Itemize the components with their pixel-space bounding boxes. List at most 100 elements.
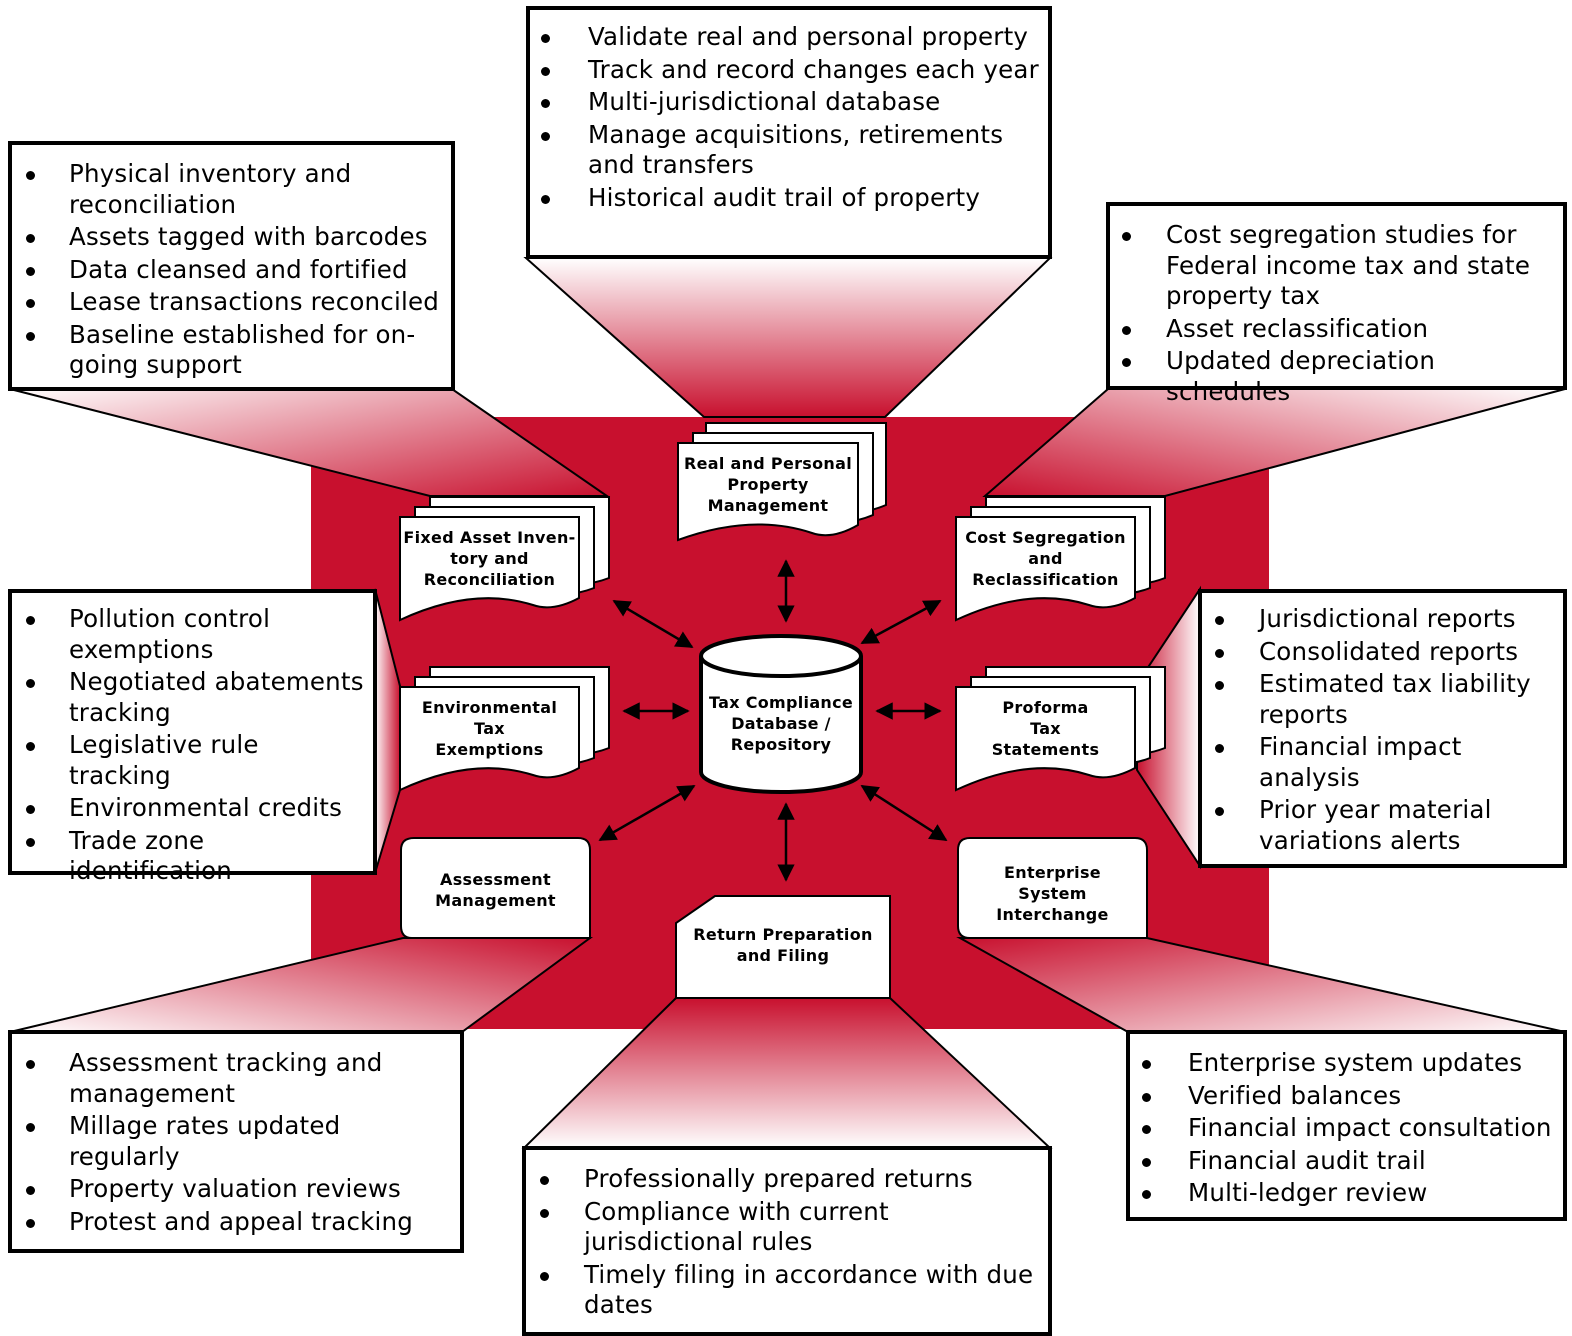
box-right-item-0: Jurisdictional reports [1259,604,1516,633]
bullet-icon [540,1208,549,1218]
list-item: Financial impact analysis [1202,732,1555,793]
doc-stack-cost-segregation [955,496,1166,622]
doc-stack-environmental [399,666,610,792]
box-top: Validate real and personal property Trac… [526,6,1052,259]
box-left-list: Pollution control exemptions Negotiated … [12,604,365,887]
list-item: Environmental credits [12,793,365,824]
box-bottom-right: Enterprise system updates Verified balan… [1126,1030,1567,1221]
bullet-icon [540,1176,549,1185]
node-proforma-line1: Proforma [1002,697,1089,717]
bullet-icon [1122,358,1131,367]
node-assessment-line1: Assessment [440,870,551,889]
list-item: Asset reclassification [1110,314,1555,345]
bullet-icon [1142,1060,1151,1069]
node-shape-assessment [400,837,591,939]
box-top-left-item-3: Lease transactions reconciled [69,287,439,316]
box-top-list: Validate real and personal property Trac… [530,22,1040,213]
node-return-prep: Return Preparation and Filing [676,910,890,980]
bullet-icon [26,1123,35,1132]
node-real-personal-line3: Management [707,495,829,515]
list-item: Enterprise system updates [1130,1048,1555,1079]
box-right-list: Jurisdictional reports Consolidated repo… [1202,604,1555,856]
list-item: Financial audit trail [1130,1146,1555,1177]
bullet-icon [26,616,35,625]
box-top-left-item-4: Baseline established for on-going suppor… [69,319,416,380]
node-return-prep-line1: Return Preparation [693,925,873,944]
list-item: Cost segregation studies for Federal inc… [1110,220,1555,312]
bullet-icon [26,1060,35,1069]
node-enterprise: Enterprise System Interchange [958,848,1147,938]
bullet-icon [541,131,550,141]
list-item: Assessment tracking and management [12,1048,452,1109]
bullet-icon [541,99,550,108]
node-assessment-line2: Management [435,891,556,910]
box-top-item-2: Multi-jurisdictional database [588,87,941,116]
list-item: Timely filing in accordance with due dat… [526,1260,1040,1321]
list-item: Consolidated reports [1202,637,1555,668]
connector-arrows [598,559,948,882]
list-item: Compliance with current jurisdictional r… [526,1197,1040,1258]
box-bottom-list: Professionally prepared returns Complian… [526,1164,1040,1321]
node-fixed-asset: Fixed Asset Inven- tory and Reconciliati… [400,522,579,594]
node-fixed-asset-line1: Fixed Asset Inven- [403,527,576,547]
box-bottom-right-item-3: Financial audit trail [1188,1145,1426,1175]
box-bottom-left-item-3: Protest and appeal tracking [69,1206,414,1236]
box-bottom-left: Assessment tracking and management Milla… [8,1030,464,1253]
bullet-icon [1142,1125,1151,1134]
box-left-item-2: Legislative rule tracking [69,730,259,790]
box-left: Pollution control exemptions Negotiated … [8,589,377,885]
box-right-item-2: Estimated tax liability reports [1259,669,1531,729]
database-label: Tax Compliance Database / Repository [701,688,861,758]
list-item: Assets tagged with barcodes [12,222,443,253]
list-item: Verified balances [1130,1081,1555,1112]
node-real-personal-line1: Real and Personal [684,453,852,473]
box-bottom-right-item-2: Financial impact consultation [1188,1113,1552,1142]
list-item: Baseline established for on-going suppor… [12,320,443,381]
node-proforma: Proforma Tax Statements [956,692,1135,764]
box-top-item-0: Validate real and personal property [588,22,1029,51]
box-bottom-item-1: Compliance with current jurisdictional r… [584,1196,889,1257]
bullet-icon [26,1218,35,1228]
list-item: Prior year material variations alerts [1202,795,1555,856]
node-enterprise-line2: System [1018,883,1087,903]
database-label-line3: Repository [730,734,832,754]
box-top-item-3: Manage acquisitions, retirements and tra… [588,119,1004,180]
bullet-icon [1215,744,1224,753]
bullet-icon [1142,1190,1151,1199]
bullet-icon [1215,616,1224,625]
bullet-icon [1215,648,1224,658]
box-top-item-1: Track and record changes each year [588,54,1039,84]
box-bottom-right-item-4: Multi-ledger review [1188,1178,1428,1207]
box-left-item-1: Negotiated abatements tracking [69,667,364,727]
arrow-top-left [612,599,694,649]
bullet-icon [541,34,550,43]
list-item: Pollution control exemptions [12,604,365,665]
bullet-icon [540,1271,549,1281]
box-bottom-right-item-0: Enterprise system updates [1188,1048,1523,1077]
node-environmental: Environmental Tax Exemptions [400,692,579,764]
box-top-right-list: Cost segregation studies for Federal inc… [1110,220,1555,407]
box-right-item-3: Financial impact analysis [1259,732,1462,792]
bullet-icon [26,171,35,180]
box-right-item-4: Prior year material variations alerts [1259,795,1492,855]
node-environmental-line1: Environmental [421,697,558,717]
arrow-top-right [860,599,942,645]
callout-top [523,257,1053,418]
bullet-icon [1142,1092,1151,1102]
list-item: Trade zone identification [12,826,365,887]
bullet-icon [26,805,35,814]
bullet-icon [26,742,35,751]
node-real-personal: Real and Personal Property Management [678,448,858,520]
doc-stack-proforma [955,666,1166,792]
node-cost-segregation-line3: Reclassification [972,569,1119,589]
box-top-left-list: Physical inventory and reconciliation As… [12,159,443,381]
node-enterprise-line3: Interchange [996,904,1109,924]
list-item: Track and record changes each year [530,55,1040,86]
database-label-line1: Tax Compliance [708,692,854,712]
bullet-icon [26,1186,35,1195]
box-bottom: Professionally prepared returns Complian… [522,1146,1052,1336]
box-right: Jurisdictional reports Consolidated repo… [1198,589,1567,868]
list-item: Updated depreciation schedules [1110,346,1555,407]
bullet-icon [541,66,550,76]
